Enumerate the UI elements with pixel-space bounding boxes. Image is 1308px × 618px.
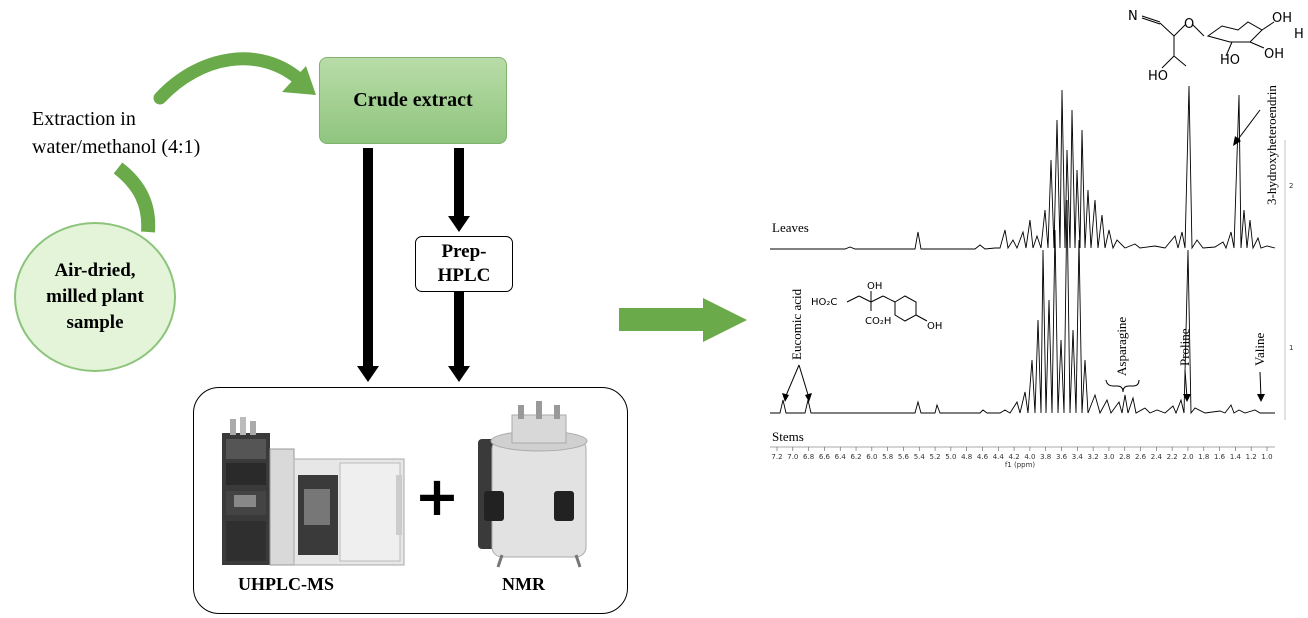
- curved-arrow-from-sample: [113, 162, 156, 233]
- x-tick-label: 1.2: [1246, 453, 1257, 461]
- x-tick-label: 5.4: [914, 453, 926, 461]
- x-tick-label: 1.8: [1198, 453, 1209, 461]
- extraction-text: Extraction in water/methanol (4:1): [32, 105, 200, 161]
- x-tick-label: 6.6: [819, 453, 831, 461]
- x-tick-label: 6.0: [866, 453, 877, 461]
- x-tick-label: 4.2: [1009, 453, 1020, 461]
- instruments-graphics: +: [222, 401, 588, 568]
- x-tick-label: 3.4: [1072, 453, 1084, 461]
- eucomic-acid-label: Eucomic acid: [789, 288, 804, 360]
- x-tick-label: 3.2: [1088, 453, 1099, 461]
- x-tick-label: 1.0: [1261, 453, 1272, 461]
- x-tick-label: 3.6: [1056, 453, 1068, 461]
- x-tick-label: 5.8: [882, 453, 893, 461]
- x-tick-label: 4.0: [1024, 453, 1035, 461]
- eucomic-oh: OH: [867, 281, 882, 292]
- x-tick-label: 1.4: [1230, 453, 1242, 461]
- right-tick-1: 1: [1289, 344, 1293, 352]
- sample-line-3: sample: [66, 312, 124, 333]
- x-axis-unit: f1 (ppm): [1005, 461, 1036, 469]
- workflow-graphics: [113, 52, 470, 382]
- eucomic-ho2c: HO₂C: [811, 297, 837, 308]
- x-tick-label: 5.2: [929, 453, 940, 461]
- arrow-crude-to-prep-head: [448, 216, 470, 232]
- prep-line-1: Prep-: [441, 241, 487, 262]
- proline-label: Proline: [1177, 328, 1192, 366]
- extraction-line-1: Extraction in: [32, 108, 136, 130]
- x-tick-label: 2.4: [1151, 453, 1163, 461]
- atom-n: N: [1128, 9, 1138, 24]
- annotation-arrowheads: [782, 136, 1265, 402]
- x-tick-label: 4.4: [993, 453, 1005, 461]
- x-tick-label: 4.6: [977, 453, 989, 461]
- x-tick-label: 2.2: [1167, 453, 1178, 461]
- x-tick-label: 6.2: [850, 453, 861, 461]
- eucomic-co2h: CO₂H: [865, 316, 891, 327]
- x-tick-label: 2.6: [1135, 453, 1147, 461]
- sample-line-2: milled plant: [46, 286, 144, 307]
- green-right-arrow: [619, 298, 747, 342]
- hydroxyheteroendrin-label: 3-hydroxyheteroendrin: [1264, 85, 1279, 205]
- leaves-trace: [770, 85, 1276, 250]
- atom-oh-1: OH: [1272, 11, 1292, 26]
- atom-ho: HO: [1148, 69, 1168, 84]
- structure-atoms: N O HO OH OH HO H: [1128, 9, 1304, 84]
- x-tick-label: 7.0: [787, 453, 798, 461]
- x-tick-label: 7.2: [771, 453, 782, 461]
- uhplc-instrument-icon: [222, 417, 405, 566]
- prep-line-2: HPLC: [437, 265, 491, 286]
- hydroxyheteroendrin-structure: N O HO OH OH HO H: [1128, 9, 1304, 84]
- eucomic-acid-atoms: HO₂C OH CO₂H OH: [811, 281, 942, 332]
- atom-oh-2: OH: [1264, 47, 1284, 62]
- x-tick-label: 3.0: [1103, 453, 1114, 461]
- x-tick-label: 5.0: [945, 453, 956, 461]
- asparagine-label: Asparagine: [1114, 317, 1129, 376]
- plant-sample-circle: Air-dried, milled plant sample: [14, 222, 176, 372]
- stems-label: Stems: [772, 429, 804, 444]
- atom-o: O: [1184, 17, 1194, 32]
- curved-arrow-to-crude: [153, 52, 307, 105]
- uhplc-label: UHPLC-MS: [238, 574, 334, 594]
- stems-trace: [770, 199, 1275, 415]
- x-tick-label: 6.4: [835, 453, 847, 461]
- structure-bonds: [1141, 15, 1275, 69]
- arrow-prep-to-nmr-head: [448, 366, 470, 382]
- x-tick-label: 2.0: [1182, 453, 1193, 461]
- prep-hplc-box: Prep- HPLC: [415, 236, 513, 292]
- leaves-label: Leaves: [772, 220, 809, 235]
- x-tick-label: 6.8: [803, 453, 814, 461]
- sample-line-1: Air-dried,: [54, 260, 136, 281]
- curved-arrow-head: [282, 66, 316, 95]
- extraction-line-2: water/methanol (4:1): [32, 136, 201, 158]
- annotation-arrows: [784, 109, 1262, 399]
- x-tick-label: 2.8: [1119, 453, 1130, 461]
- valine-label: Valine: [1252, 333, 1267, 366]
- eucomic-phenol-oh: OH: [927, 321, 942, 332]
- atom-h: H: [1294, 27, 1304, 42]
- crude-extract-label: Crude extract: [353, 89, 473, 111]
- atom-ho-2: HO: [1220, 53, 1240, 68]
- nmr-label: NMR: [502, 574, 545, 594]
- x-tick-label: 3.8: [1040, 453, 1051, 461]
- crude-extract-box: Crude extract: [319, 57, 507, 144]
- right-tick-2: 2: [1289, 182, 1293, 190]
- arrow-crude-to-uhplc-head: [357, 366, 379, 382]
- x-tick-label: 4.8: [961, 453, 972, 461]
- nmr-instrument-icon: [478, 401, 588, 568]
- x-tick-label: 5.6: [898, 453, 910, 461]
- eucomic-acid-structure: [846, 291, 928, 322]
- plus-sign: +: [414, 465, 459, 528]
- x-tick-label: 1.6: [1214, 453, 1226, 461]
